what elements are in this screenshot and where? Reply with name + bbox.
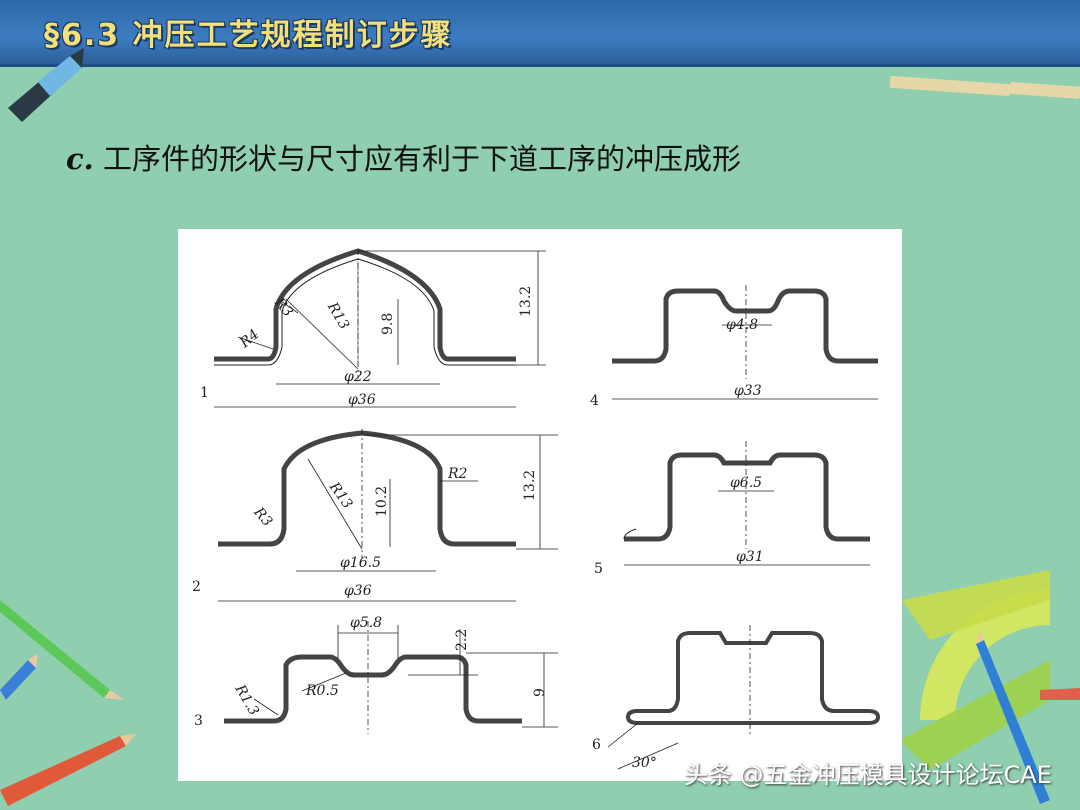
label-h13-2-part1: 13.2 <box>518 286 534 317</box>
protractor-icon <box>900 570 1050 770</box>
slide-header: §6.3 冲压工艺规程制订步骤 <box>0 0 1080 67</box>
pencil-green-icon <box>0 600 124 700</box>
label-part-4: 4 <box>590 393 599 409</box>
label-d4-8: φ4.8 <box>726 317 758 333</box>
watermark: 头条 @五金冲压模具设计论坛CAE <box>684 761 1052 789</box>
label-h2-2: 2.2 <box>454 629 470 651</box>
part-4-drawing <box>612 285 878 400</box>
label-d36-part1: φ36 <box>348 392 376 408</box>
content-item-c: c. 工序件的形状与尺寸应有利于下道工序的冲压成形 <box>66 136 741 178</box>
pencil-red-right-icon <box>1040 688 1080 700</box>
label-part-1: 1 <box>200 385 209 401</box>
label-d5-8: φ5.8 <box>350 615 382 631</box>
process-drawing-figure: 1 φ22 φ36 R3 R4 R13 9.8 13.2 2 φ16.5 φ36… <box>178 229 902 781</box>
slide-title: §6.3 冲压工艺规程制订步骤 <box>44 18 453 53</box>
part-1-drawing <box>214 248 546 408</box>
label-part-3: 3 <box>194 713 203 729</box>
item-letter: c. <box>66 142 94 176</box>
label-r13-part1: R13 <box>324 299 353 333</box>
label-d6-5: φ6.5 <box>730 475 762 491</box>
label-r0-5: R0.5 <box>305 683 339 699</box>
label-r4: R4 <box>236 326 262 351</box>
label-r2: R2 <box>447 466 468 482</box>
part-5-drawing <box>623 441 870 566</box>
label-d16-5: φ16.5 <box>340 555 381 571</box>
chalk-icon <box>889 75 1080 99</box>
label-angle-30: 30° <box>632 755 657 771</box>
label-h9-8: 9.8 <box>380 313 396 335</box>
label-d31: φ31 <box>736 549 764 565</box>
label-r3-part2: R3 <box>250 504 275 530</box>
label-part-2: 2 <box>192 579 201 595</box>
label-h10-2: 10.2 <box>374 486 390 517</box>
label-h9: 9 <box>532 688 548 697</box>
part-3-drawing <box>224 621 558 734</box>
pencil-blue-icon <box>0 654 38 700</box>
item-text: 工序件的形状与尺寸应有利于下道工序的冲压成形 <box>102 142 741 176</box>
label-d33: φ33 <box>734 383 762 399</box>
label-h13-2-part2: 13.2 <box>522 470 538 501</box>
part-2-drawing <box>218 429 558 602</box>
pencil-red-icon <box>0 734 136 806</box>
marker-icon <box>8 48 84 122</box>
label-part-6: 6 <box>592 737 601 753</box>
pencil-blue-right-icon <box>976 630 1050 804</box>
label-d22: φ22 <box>344 369 372 385</box>
technical-drawing: 1 φ22 φ36 R3 R4 R13 9.8 13.2 2 φ16.5 φ36… <box>192 248 881 771</box>
label-d36-part2: φ36 <box>344 583 372 599</box>
label-r1-3: R1.3 <box>231 681 262 718</box>
label-part-5: 5 <box>594 561 603 577</box>
part-6-drawing <box>607 625 881 770</box>
